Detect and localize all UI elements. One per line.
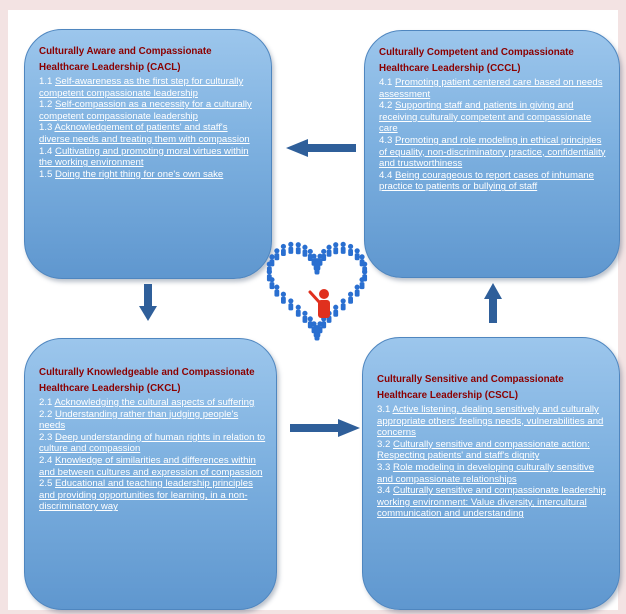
- cccl-title: Culturally Competent and Compassionate H…: [379, 47, 574, 74]
- cscl-item: 3.2 Culturally sensitive and compassiona…: [377, 438, 590, 462]
- person-figure-icon: [295, 242, 301, 255]
- person-figure-icon: [354, 248, 360, 261]
- arrow-left-icon: [286, 139, 356, 157]
- cccl-item: 4.2 Supporting staff and patients in giv…: [379, 100, 592, 135]
- leader-figure-icon: [308, 289, 330, 318]
- arrow-up-icon: [484, 283, 502, 323]
- person-figure-icon: [288, 298, 294, 311]
- cccl-box: Culturally Competent and Compassionate H…: [364, 30, 620, 278]
- arrow-down-icon: [139, 284, 157, 321]
- cccl-item: 4.3 Promoting and role modeling in ethic…: [379, 134, 606, 170]
- person-figure-icon: [288, 241, 294, 254]
- cacl-item: 1.5 Doing the right thing for one's own …: [39, 168, 224, 180]
- ckcl-item: 2.2 Understanding rather than judging pe…: [39, 408, 239, 432]
- cacl-title: Culturally Aware and Compassionate Healt…: [39, 46, 212, 73]
- cscl-box: Culturally Sensitive and Compassionate H…: [362, 337, 620, 610]
- person-figure-icon: [359, 277, 365, 290]
- heart-of-people-icon: [266, 241, 368, 341]
- person-figure-icon: [333, 242, 339, 255]
- ckcl-item: 2.4 Knowledge of similarities and differ…: [39, 454, 263, 478]
- ckcl-box: Culturally Knowledgeable and Compassiona…: [24, 338, 277, 610]
- cscl-item: 3.1 Active listening, dealing sensitivel…: [377, 404, 604, 439]
- cccl-item: 4.4 Being courageous to report cases of …: [379, 169, 594, 193]
- person-figure-icon: [302, 244, 308, 257]
- person-figure-icon: [314, 262, 320, 275]
- ckcl-title: Culturally Knowledgeable and Compassiona…: [39, 367, 255, 394]
- cacl-item: 1.4 Cultivating and promoting moral virt…: [39, 145, 249, 169]
- cacl-item: 1.1 Self-awareness as the first step for…: [39, 76, 244, 99]
- person-figure-icon: [354, 284, 360, 297]
- cscl-title: Culturally Sensitive and Compassionate H…: [377, 374, 564, 401]
- person-figure-icon: [274, 248, 280, 261]
- person-figure-icon: [269, 277, 275, 290]
- person-figure-icon: [340, 241, 346, 254]
- person-figure-icon: [333, 304, 339, 317]
- cacl-item: 1.3 Acknowledgement of patients' and sta…: [39, 122, 250, 145]
- cccl-item: 4.1 Promoting patient centered care base…: [379, 77, 603, 100]
- person-figure-icon: [295, 304, 301, 317]
- cacl-item: 1.2 Self-compassion as a necessity for a…: [39, 99, 252, 122]
- person-figure-icon: [340, 298, 346, 311]
- ckcl-item: 2.1 Acknowledging the cultural aspects o…: [39, 397, 255, 408]
- person-figure-icon: [280, 291, 287, 304]
- person-figure-icon: [326, 244, 332, 257]
- ckcl-item: 2.5 Educational and teaching leadership …: [39, 478, 253, 513]
- ckcl-item: 2.3 Deep understanding of human rights i…: [39, 431, 266, 455]
- cacl-box: Culturally Aware and Compassionate Healt…: [24, 29, 272, 279]
- person-figure-icon: [314, 328, 320, 341]
- arrow-right-icon: [290, 419, 360, 437]
- person-figure-icon: [347, 291, 354, 304]
- person-figure-icon: [274, 284, 280, 297]
- person-figure-icon: [347, 243, 354, 256]
- person-figure-icon: [302, 310, 308, 323]
- person-figure-icon: [280, 243, 287, 256]
- cscl-item: 3.4 Culturally sensitive and compassiona…: [377, 485, 606, 520]
- cscl-item: 3.3 Role modeling in developing cultural…: [377, 461, 595, 485]
